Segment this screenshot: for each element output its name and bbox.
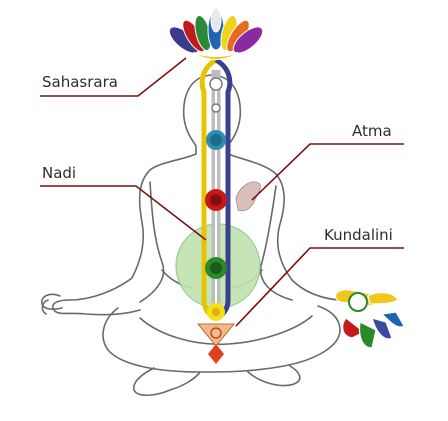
label-kundalini: Kundalini — [324, 226, 393, 244]
chakra-root — [208, 344, 224, 364]
leader-kundalini — [235, 247, 404, 327]
lotus-icon — [168, 7, 264, 60]
leader-atma — [251, 143, 404, 201]
yantra-triangle-icon — [196, 323, 236, 347]
chakra-throat — [206, 130, 226, 150]
mudra-hand-icon — [335, 289, 405, 349]
label-atma: Atma — [352, 122, 392, 140]
leader-lines — [40, 57, 404, 327]
leader-sahasrara — [40, 57, 187, 97]
label-sahasrara: Sahasrara — [42, 73, 118, 91]
chakra-solar — [205, 257, 227, 279]
crown-node — [209, 77, 223, 91]
chakra-sacral — [207, 303, 225, 321]
chakra-heart — [205, 189, 227, 211]
label-nadi: Nadi — [42, 164, 77, 182]
leader-nadi — [40, 185, 207, 241]
